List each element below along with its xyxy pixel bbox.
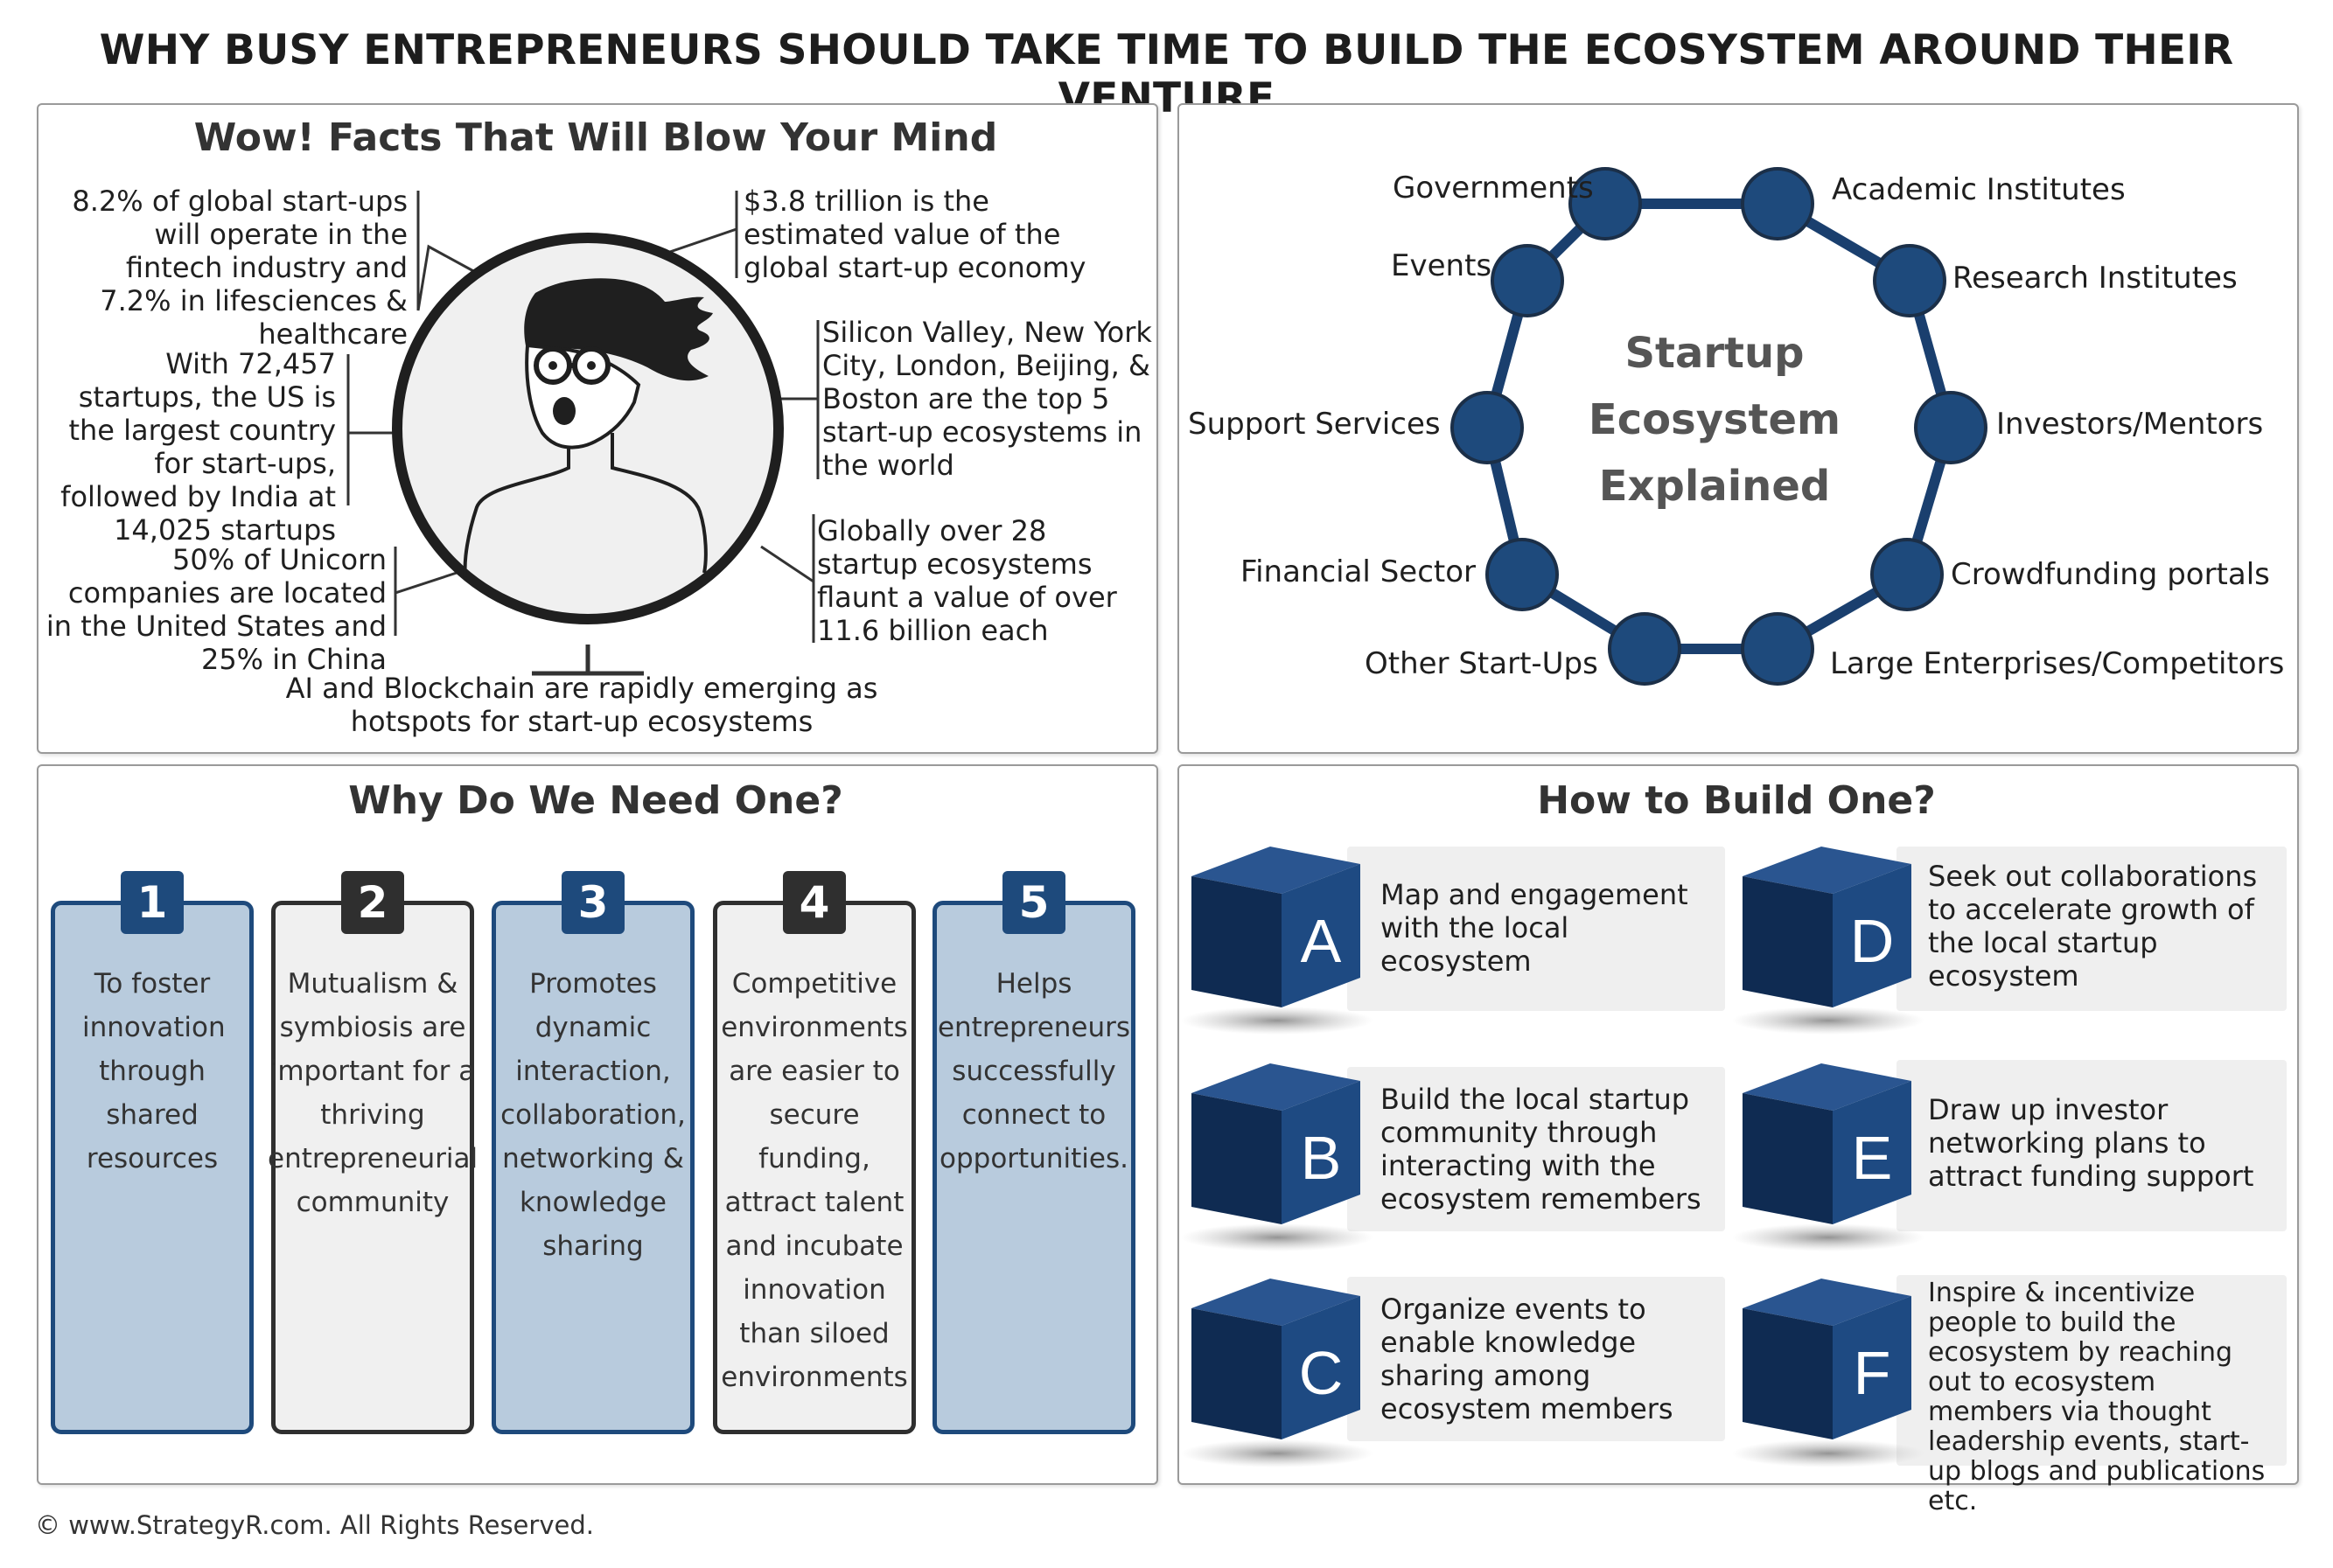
- node-academic-institutes: [1741, 167, 1814, 240]
- cube-e-shape: [1732, 1063, 1924, 1251]
- node-crowdfunding-portals: [1870, 538, 1944, 611]
- why-card-3: [492, 901, 695, 1434]
- footer-copyright: © www.StrategyR.com. All Rights Reserved…: [35, 1510, 594, 1540]
- node-other-startups: [1608, 612, 1681, 686]
- label-governments: Governments: [1393, 171, 1594, 206]
- why-badge-5: 5: [1002, 871, 1065, 934]
- facts-illustration: [346, 191, 820, 676]
- why-text-1: To foster innovation through shared reso…: [82, 968, 226, 1174]
- why-card-2: [271, 901, 474, 1434]
- cube-d-letter: D: [1850, 907, 1895, 975]
- step-bg-b: [1347, 1067, 1725, 1231]
- label-research-institutes: Research Institutes: [1952, 261, 2238, 296]
- why-badge-2: 2: [341, 871, 404, 934]
- node-financial-sector: [1485, 538, 1559, 611]
- why-badge-1: 1: [121, 871, 184, 934]
- label-large-enterprises: Large Enterprises/Competitors: [1830, 646, 2285, 681]
- fact-ai-blockchain: AI and Blockchain are rapidly emerging a…: [285, 672, 878, 738]
- ecosystem-panel: [1177, 103, 2299, 754]
- why-text-3: Promotes dynamic interaction, collaborat…: [500, 968, 686, 1262]
- cube-c-shape: [1181, 1279, 1373, 1467]
- step-f-text: Inspire & incentivize people to build th…: [1928, 1278, 2266, 1516]
- hair: [524, 278, 713, 381]
- step-d-text: Seek out collaborations to accelerate gr…: [1928, 860, 2258, 993]
- cube-a-shape: [1181, 847, 1373, 1035]
- label-support-services: Support Services: [1188, 407, 1441, 442]
- cube-b-shape: [1181, 1063, 1373, 1251]
- step-bg-c: [1347, 1277, 1725, 1441]
- why-card-5: [933, 901, 1135, 1434]
- ecosystem-center-label: Startup Ecosystem Explained: [1557, 320, 1872, 519]
- label-financial-sector: Financial Sector: [1240, 554, 1476, 589]
- fact-value: $3.8 trillion is the estimated value of …: [744, 185, 1086, 284]
- node-support-services: [1450, 391, 1524, 464]
- connector-top5: [770, 320, 820, 479]
- step-b-text: Build the local startup community throug…: [1380, 1083, 1701, 1216]
- why-text-2: Mutualism & symbiosis are important for …: [268, 968, 478, 1218]
- why-badge-4: 4: [783, 871, 846, 934]
- step-bg-a: [1347, 847, 1725, 1011]
- why-heading: Why Do We Need One?: [348, 778, 843, 823]
- why-badge-3: 3: [562, 871, 625, 934]
- cube-c-letter: C: [1299, 1339, 1344, 1407]
- step-e-text: Draw up investor networking plans to att…: [1928, 1093, 2254, 1193]
- cube-b-letter: B: [1301, 1124, 1342, 1192]
- node-investors-mentors: [1914, 391, 1987, 464]
- step-a-text: Map and engagement with the local ecosys…: [1380, 878, 1688, 978]
- neck: [463, 446, 570, 578]
- label-crowdfunding-portals: Crowdfunding portals: [1951, 557, 2270, 592]
- cube-f-letter: F: [1854, 1339, 1891, 1407]
- connector-value: [664, 191, 738, 278]
- ecosystem-center-line-1: Startup: [1624, 329, 1805, 378]
- label-events: Events: [1391, 248, 1492, 283]
- connector-fintech: [416, 191, 478, 311]
- ecosystem-center-line-2: Ecosystem: [1588, 395, 1841, 444]
- label-investors-mentors: Investors/Mentors: [1996, 407, 2264, 442]
- mouth: [553, 397, 576, 425]
- connector-unicorn: [394, 547, 458, 636]
- cube-a-letter: A: [1301, 907, 1342, 975]
- main-title: WHY BUSY ENTREPRENEURS SHOULD TAKE TIME …: [99, 26, 2234, 122]
- node-large-enterprises: [1741, 612, 1814, 686]
- fact-fintech: 8.2% of global start-ups will operate in…: [72, 185, 408, 351]
- step-bg-f: [1896, 1275, 2287, 1466]
- fact-top5: Silicon Valley, New York City, London, B…: [822, 316, 1152, 482]
- why-text-5: Helps entrepreneurs successfully connect…: [937, 968, 1131, 1174]
- node-governments: [1568, 167, 1642, 240]
- connector-us: [346, 354, 402, 505]
- fact-unicorn: 50% of Unicorn companies are located in …: [45, 543, 387, 676]
- why-text-4: Competitive environments are easier to s…: [721, 968, 908, 1393]
- step-bg-e: [1896, 1060, 2287, 1231]
- node-research-institutes: [1873, 244, 1946, 317]
- label-academic-institutes: Academic Institutes: [1832, 172, 2126, 207]
- fact-us-largest: With 72,457 startups, the US is the larg…: [60, 347, 336, 547]
- ecosystem-center-line-3: Explained: [1598, 462, 1831, 511]
- node-events: [1491, 244, 1564, 317]
- cube-e-letter: E: [1852, 1124, 1893, 1192]
- fact-billion: Globally over 28 startup ecosystems flau…: [817, 514, 1117, 647]
- step-c-text: Organize events to enable knowledge shar…: [1380, 1293, 1673, 1425]
- facts-heading: Wow! Facts That Will Blow Your Mind: [193, 115, 998, 160]
- cube-f-shape: [1732, 1279, 1924, 1467]
- ecosystem-ring: [1450, 167, 1987, 686]
- why-card-1: [51, 901, 254, 1434]
- connector-billion: [760, 514, 815, 643]
- how-heading: How to Build One?: [1537, 778, 1936, 823]
- label-other-startups: Other Start-Ups: [1365, 646, 1598, 681]
- step-bg-d: [1896, 847, 2287, 1011]
- cube-d-shape: [1732, 847, 1924, 1035]
